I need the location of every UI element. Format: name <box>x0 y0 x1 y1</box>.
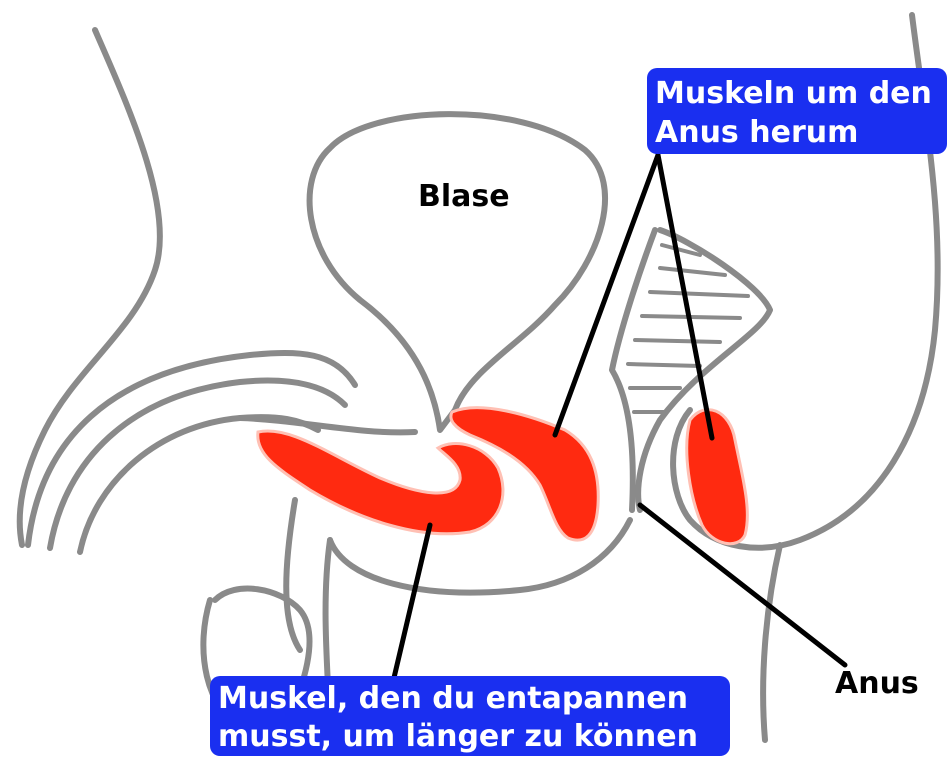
anus-label: Anus <box>835 666 919 701</box>
anal-muscles-callout: Muskeln um den Anus herum <box>647 68 947 154</box>
pelvic-muscle-label-line1: Muskel, den du entapannen <box>218 681 688 716</box>
pointer-pelvic-muscle <box>393 525 430 682</box>
pelvic-muscle-callout: Muskel, den du entapannen musst, um läng… <box>210 676 730 756</box>
pointer-anal-muscles-back <box>658 155 712 438</box>
rectum-inner-outline <box>612 230 655 510</box>
anal-muscles-label-line2: Anus herum <box>655 115 858 150</box>
pelvic-muscle-label-line2: musst, um länger zu können <box>218 719 698 754</box>
perineum-line <box>286 500 300 650</box>
back-contour <box>20 30 160 545</box>
thigh-contour <box>763 545 780 740</box>
bladder-label: Blase <box>418 179 510 214</box>
anal-muscles-label-line1: Muskeln um den <box>655 76 932 111</box>
